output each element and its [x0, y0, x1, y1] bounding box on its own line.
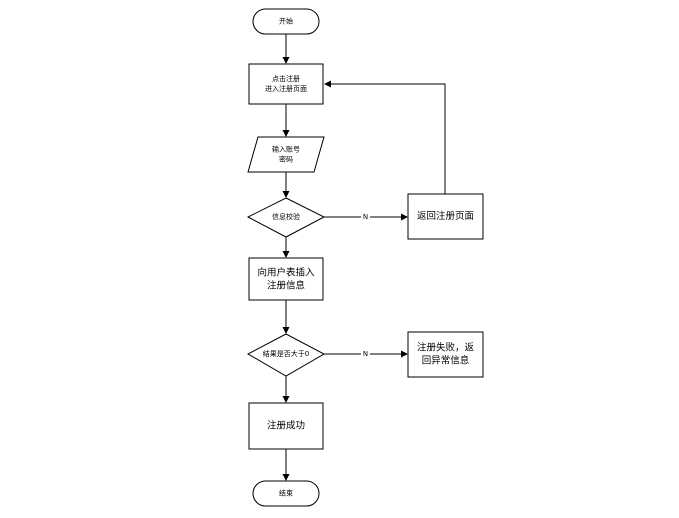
edge-return-register-to-click-register	[331, 83, 446, 194]
node-result-check: 结果是否大于0	[246, 333, 326, 377]
arrowhead	[282, 474, 290, 481]
arrowhead	[282, 191, 290, 198]
node-return-register: 返回注册页面	[407, 193, 484, 240]
arrowhead	[324, 80, 331, 88]
node-validate-info-label: 信息校验	[272, 212, 300, 221]
node-register-success: 注册成功	[248, 402, 324, 450]
node-end-label: 结束	[279, 489, 293, 498]
node-register-fail: 注册失败，返 回异常信息	[407, 331, 484, 378]
node-insert-user-line-1: 向用户表插入	[257, 267, 315, 279]
node-register-success-label: 注册成功	[267, 420, 305, 432]
edge-label-result-no: N	[363, 350, 368, 358]
arrowhead	[282, 130, 290, 137]
node-result-check-label: 结果是否大于0	[263, 349, 309, 358]
node-start: 开始	[252, 8, 320, 35]
node-input-account: 输入账号 密码	[247, 136, 325, 173]
node-register-fail-line-1: 注册失败，返	[417, 342, 475, 354]
node-click-register: 点击注册 进入注册页面	[248, 63, 324, 105]
arrowhead	[401, 213, 408, 221]
node-click-register-line-2: 进入注册页面	[265, 84, 307, 93]
connectors	[282, 34, 446, 481]
arrowhead	[282, 57, 290, 64]
node-return-register-label: 返回注册页面	[417, 210, 474, 222]
node-input-account-line-2: 密码	[279, 155, 293, 164]
arrowhead	[401, 350, 408, 358]
arrowhead	[282, 327, 290, 334]
node-click-register-line-1: 点击注册	[272, 74, 300, 83]
arrowhead	[282, 251, 290, 258]
edge-label-validate-no: N	[363, 213, 368, 221]
node-validate-info: 信息校验	[246, 197, 326, 238]
edge-labels: N N	[361, 212, 370, 359]
node-input-account-line-1: 输入账号	[272, 145, 300, 154]
node-start-label: 开始	[279, 17, 293, 26]
arrowhead	[282, 396, 290, 403]
node-end: 结束	[252, 480, 320, 507]
node-register-fail-line-2: 回异常信息	[422, 355, 470, 367]
node-insert-user-line-2: 注册信息	[267, 280, 305, 292]
node-insert-user: 向用户表插入 注册信息	[248, 257, 324, 301]
